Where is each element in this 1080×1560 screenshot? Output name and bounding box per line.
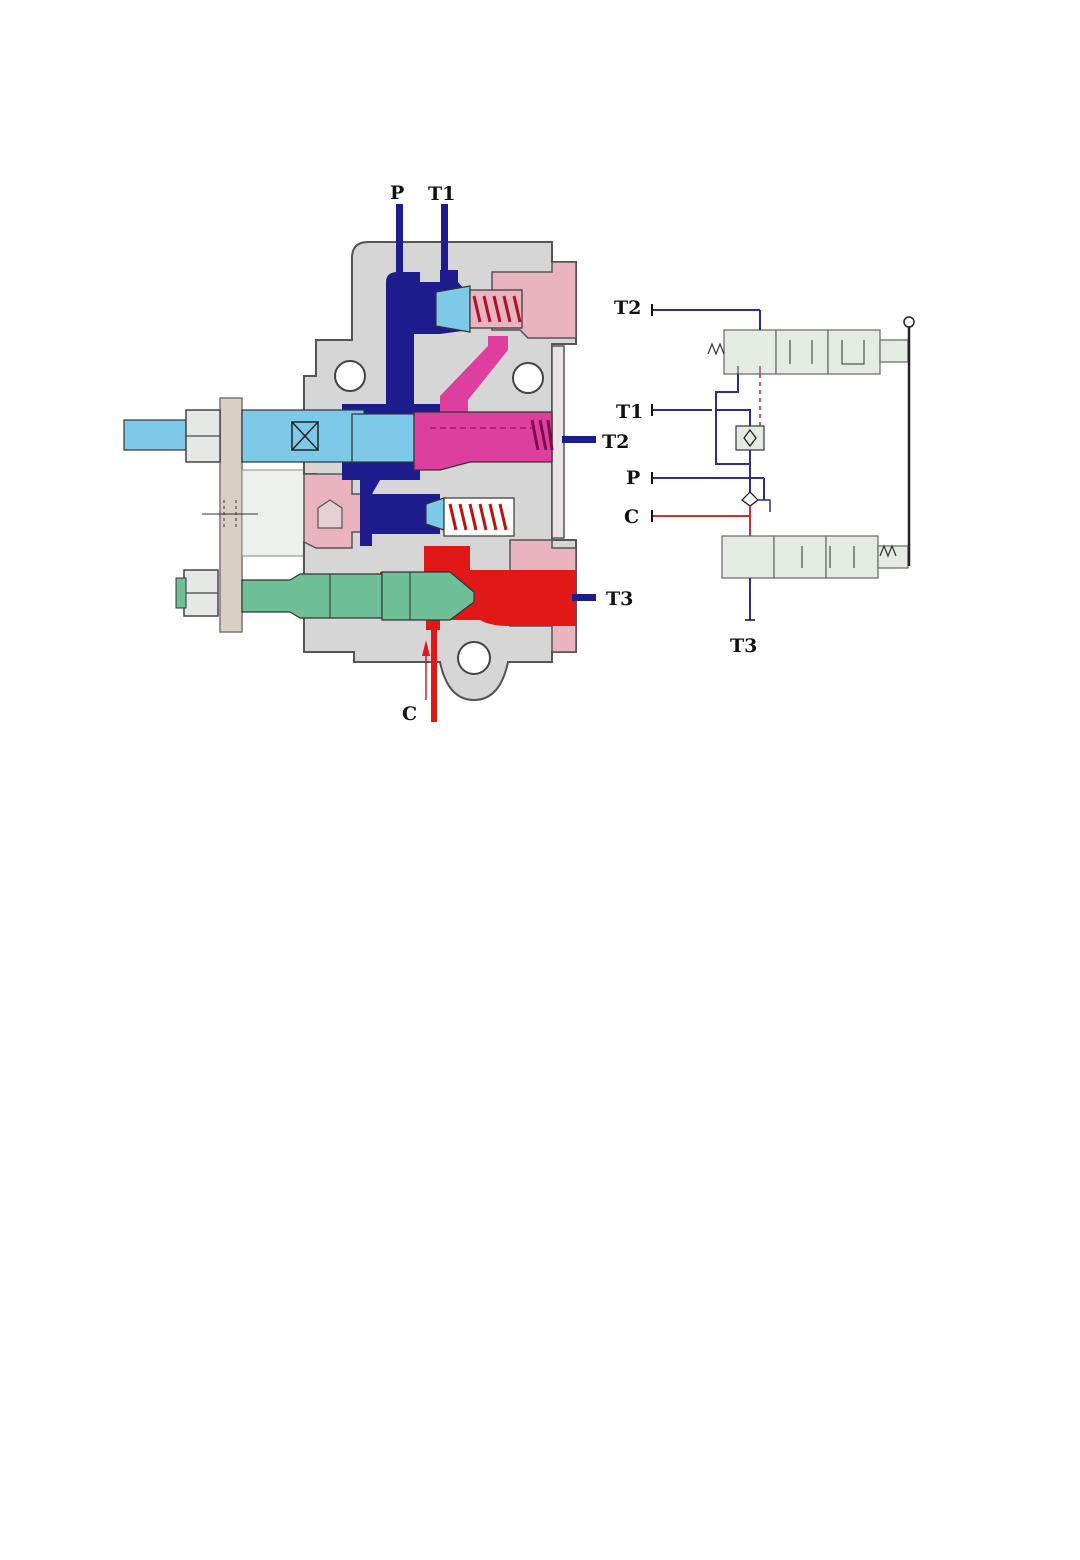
port-label-p: P — [390, 182, 404, 204]
t3-port-pipe — [572, 594, 596, 601]
lower-directional-valve — [722, 536, 908, 578]
symbol-label-c: C — [624, 506, 639, 528]
main-spool-body — [242, 410, 364, 462]
p-port-pipe — [396, 204, 403, 284]
valve-sectional-view: P T1 T2 T3 C — [124, 182, 633, 725]
t1-port-pipe — [441, 204, 448, 274]
symbol-label-t3: T3 — [730, 635, 757, 657]
port-label-c: C — [402, 703, 417, 725]
symbol-label-t2: T2 — [614, 297, 641, 319]
c-port-pipe — [431, 620, 437, 722]
link-pivot — [904, 317, 914, 327]
port-label-t3: T3 — [606, 588, 633, 610]
mounting-hole — [458, 642, 490, 674]
t2-port-pipe — [562, 436, 596, 443]
port-label-t1: T1 — [428, 183, 455, 205]
lower-spool-shaft — [176, 578, 186, 608]
lower-spool — [242, 574, 382, 618]
main-spool-land — [352, 414, 414, 462]
port-label-t2: T2 — [602, 431, 629, 453]
plate-bracket — [242, 470, 304, 556]
symbol-label-p: P — [626, 467, 640, 489]
mounting-hole — [513, 363, 543, 393]
upper-directional-valve — [708, 330, 908, 374]
hydraulic-symbol: T2 T1 P C T3 — [614, 297, 914, 657]
main-spool-shaft — [124, 420, 186, 450]
relief-poppet-top — [436, 286, 470, 332]
check-valve-symbol — [742, 492, 758, 506]
check-poppet-mid — [426, 498, 444, 530]
end-plate — [220, 398, 242, 632]
mounting-hole — [335, 361, 365, 391]
symbol-label-t1: T1 — [616, 401, 643, 423]
